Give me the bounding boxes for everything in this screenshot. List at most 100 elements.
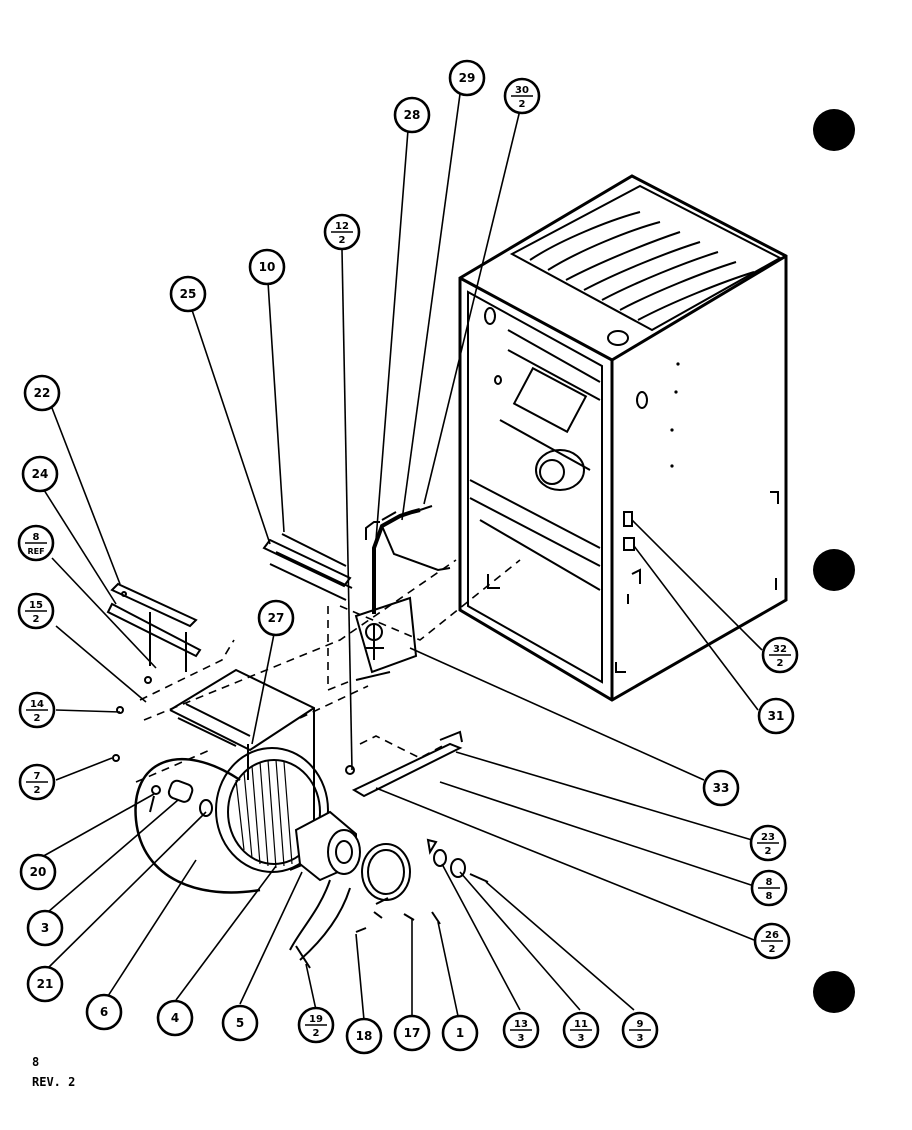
callout-number: 25 xyxy=(180,287,197,301)
callout-number: 28 xyxy=(404,108,421,122)
callout-quantity: 2 xyxy=(769,944,776,955)
callout-quantity: 2 xyxy=(765,846,772,857)
callout-circle xyxy=(19,853,57,891)
callout-c27: 27 xyxy=(257,599,295,637)
callout-circle xyxy=(21,455,59,493)
brackets xyxy=(106,533,463,798)
callout-number: 6 xyxy=(100,1005,108,1019)
revision-label: REV. 2 xyxy=(32,1075,76,1089)
callout-number: 14 xyxy=(30,699,44,710)
callout-c13: 313 xyxy=(502,1011,540,1049)
callout-c8ref: REF 8 xyxy=(17,524,55,562)
callout-c30: 230 xyxy=(503,77,541,115)
callout-number: 12 xyxy=(335,221,349,232)
callout-circle xyxy=(393,1014,431,1052)
callout-c21: 21 xyxy=(26,965,64,1003)
callout-c9: 39 xyxy=(621,1011,659,1049)
callout-quantity: 2 xyxy=(33,614,40,625)
blower-wheel xyxy=(235,759,293,869)
callout-circle xyxy=(156,999,194,1037)
callout-c10: 10 xyxy=(248,248,286,286)
callout-c14: 214 xyxy=(18,691,56,729)
callout-number: 24 xyxy=(32,467,49,481)
callout-c32: 232 xyxy=(761,636,799,674)
callout-c4: 4 xyxy=(156,999,194,1037)
callout-number: 32 xyxy=(773,644,787,655)
callout-c17: 17 xyxy=(393,1014,431,1052)
callout-c7: 27 xyxy=(18,763,56,801)
callout-c28: 28 xyxy=(393,96,431,134)
callout-c6: 6 xyxy=(85,993,123,1031)
callout-number: 33 xyxy=(713,781,730,795)
leader-lines xyxy=(39,93,763,1021)
callout-circle xyxy=(26,909,64,947)
callout-c15: 215 xyxy=(17,592,55,630)
callout-number: 10 xyxy=(259,260,276,274)
furnace-cabinet xyxy=(458,174,788,702)
callout-circle xyxy=(248,248,286,286)
page-number: 8 xyxy=(32,1055,40,1069)
callout-number: 9 xyxy=(637,1019,644,1030)
callout-number: 17 xyxy=(404,1026,421,1040)
callout-number: 13 xyxy=(514,1019,528,1030)
callout-quantity: 8 xyxy=(766,891,773,902)
callout-c3: 3 xyxy=(26,909,64,947)
callout-quantity: 3 xyxy=(518,1033,525,1044)
callout-c18: 18 xyxy=(345,1017,383,1055)
callout-c29: 29 xyxy=(448,59,486,97)
callout-circle xyxy=(221,1004,259,1042)
callout-number: 19 xyxy=(309,1014,323,1025)
callout-c5: 5 xyxy=(221,1004,259,1042)
callout-quantity: REF xyxy=(27,547,44,556)
callout-c22: 22 xyxy=(23,374,61,412)
callout-number: 21 xyxy=(37,977,54,991)
callout-quantity: 2 xyxy=(519,99,526,110)
blower-motor xyxy=(294,810,361,882)
callout-c1: 1 xyxy=(441,1014,479,1052)
callout-quantity: 3 xyxy=(578,1033,585,1044)
callout-c8: 88 xyxy=(750,869,788,907)
callout-c12a: 212 xyxy=(323,213,361,251)
callout-number: 20 xyxy=(30,865,47,879)
callout-circle xyxy=(23,374,61,412)
punch-hole-top xyxy=(813,109,855,151)
callout-circle xyxy=(345,1017,383,1055)
callout-c31: 31 xyxy=(757,697,795,735)
callout-number: 5 xyxy=(236,1016,244,1030)
assembly-guides xyxy=(135,559,521,783)
callout-number: 8 xyxy=(33,532,40,543)
callout-number: 3 xyxy=(41,921,49,935)
callout-quantity: 2 xyxy=(339,235,346,246)
callout-quantity: 3 xyxy=(637,1033,644,1044)
callout-number: 29 xyxy=(459,71,476,85)
callout-number: 4 xyxy=(171,1011,179,1025)
callout-number: 30 xyxy=(515,85,529,96)
gas-valve xyxy=(354,596,418,681)
callout-c19: 219 xyxy=(297,1006,335,1044)
callout-number: 11 xyxy=(574,1019,588,1030)
callout-circle xyxy=(26,965,64,1003)
callout-number: 23 xyxy=(761,832,775,843)
callout-number: 26 xyxy=(765,930,779,941)
callout-c26: 226 xyxy=(753,922,791,960)
punch-hole-middle xyxy=(813,549,855,591)
callout-c20: 20 xyxy=(19,853,57,891)
callout-c33: 33 xyxy=(702,769,740,807)
callout-number: 22 xyxy=(34,386,51,400)
callout-circle xyxy=(257,599,295,637)
callout-number: 27 xyxy=(268,611,285,625)
callout-circle xyxy=(393,96,431,134)
callout-quantity: 2 xyxy=(313,1028,320,1039)
callout-circle xyxy=(441,1014,479,1052)
callout-quantity: 2 xyxy=(777,658,784,669)
callout-quantity: 2 xyxy=(34,713,41,724)
blower-assembly xyxy=(112,591,489,969)
callout-circle xyxy=(448,59,486,97)
callout-number: 18 xyxy=(356,1029,373,1043)
callout-c11: 311 xyxy=(562,1011,600,1049)
punch-hole-bottom xyxy=(813,971,855,1013)
callout-c23: 223 xyxy=(749,824,787,862)
